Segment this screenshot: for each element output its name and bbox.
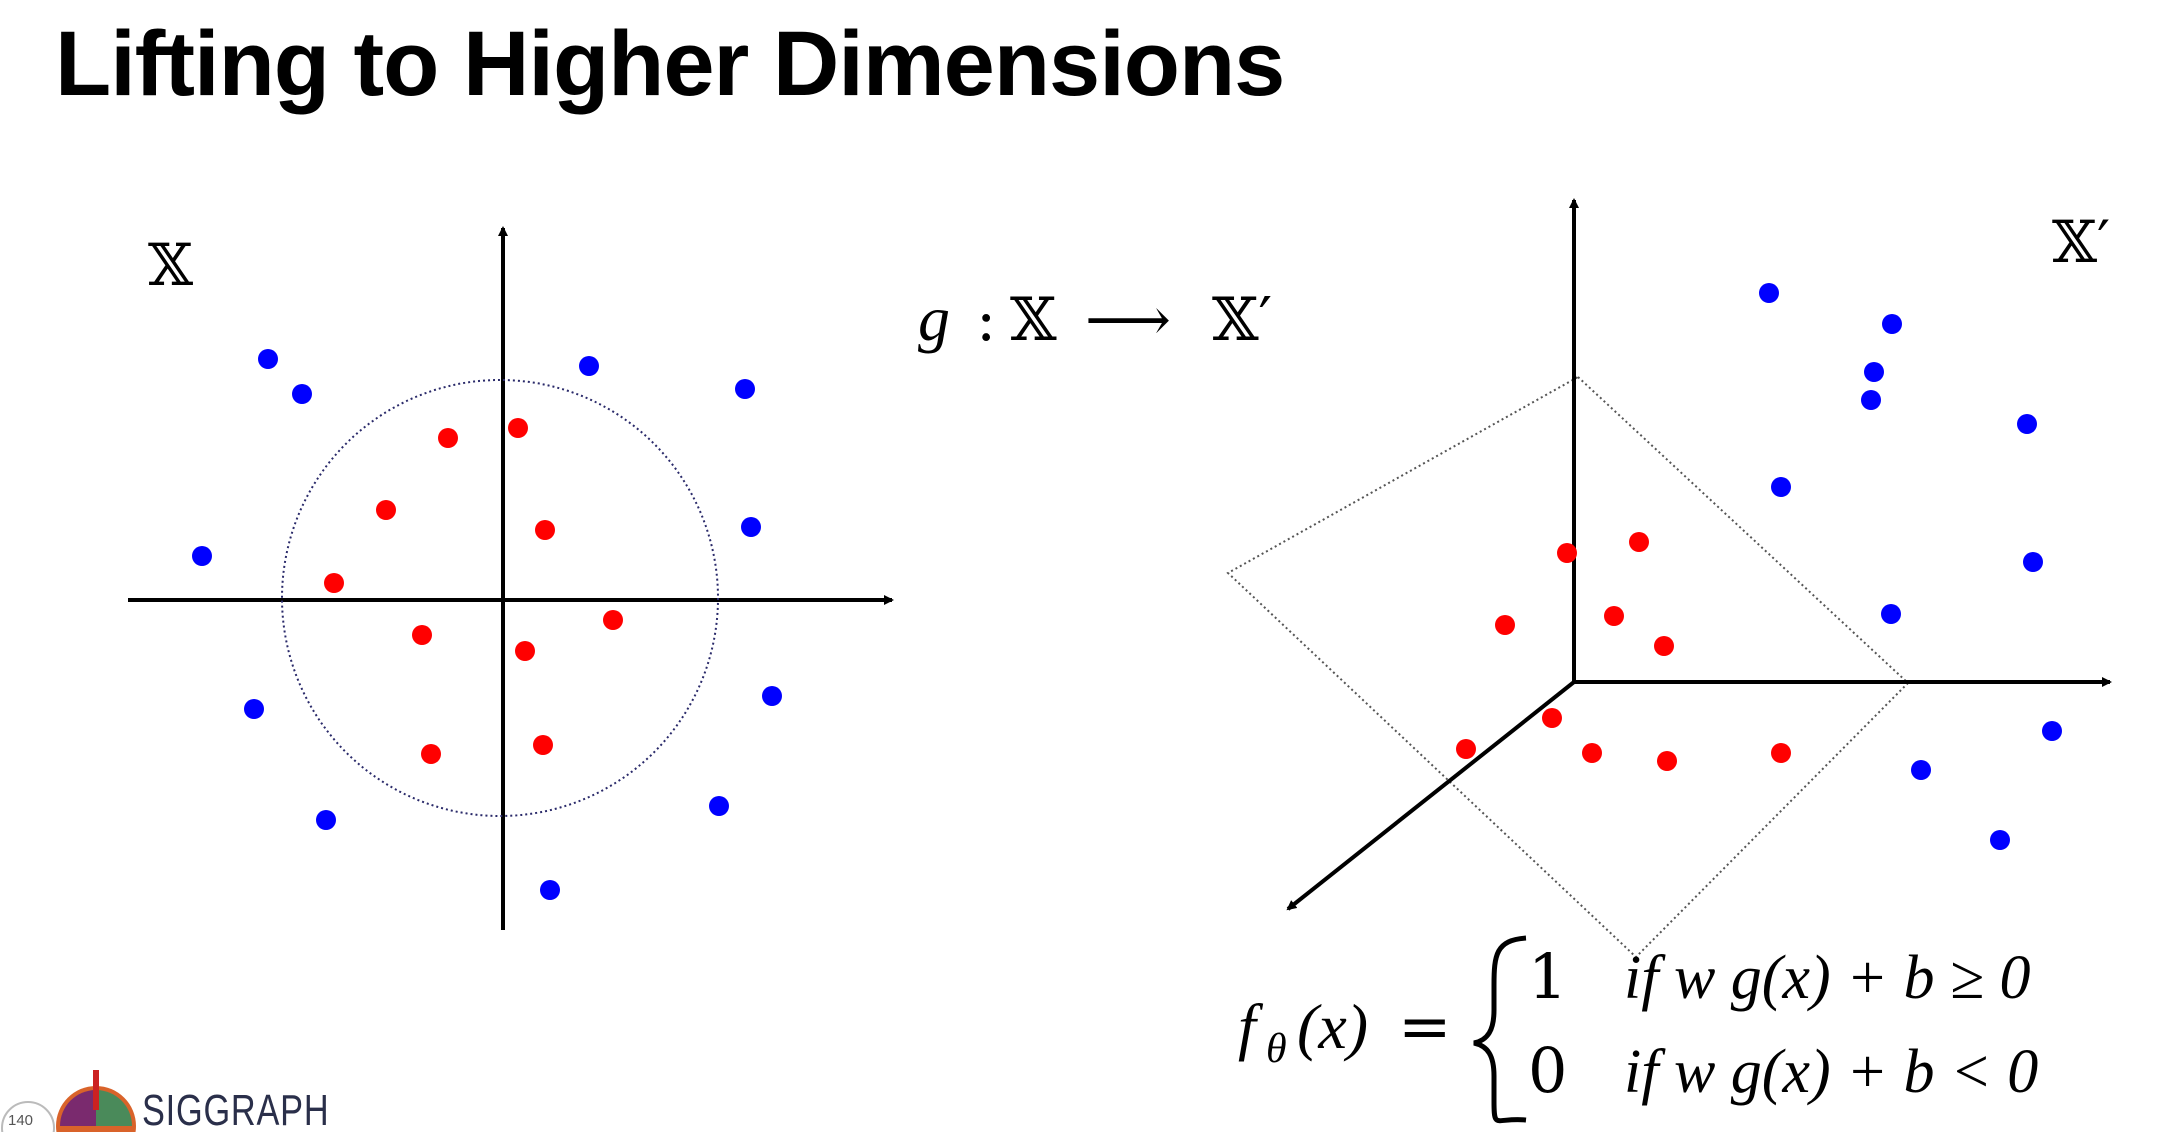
- red-point: [1456, 739, 1476, 759]
- case0-condition: if w g(x) + b < 0: [1624, 1038, 2038, 1106]
- case0-value: 0: [1528, 1034, 1567, 1107]
- red-point: [1582, 743, 1602, 763]
- red-point: [1542, 708, 1562, 728]
- red-point: [1657, 751, 1677, 771]
- mapping-colon: :: [976, 285, 996, 355]
- mapping-arrow: ⟶: [1085, 285, 1171, 355]
- blue-point: [1771, 477, 1791, 497]
- left-decision-circle: [281, 379, 719, 817]
- blue-point: [316, 810, 336, 830]
- red-point: [533, 735, 553, 755]
- blue-point: [1881, 604, 1901, 624]
- case1-value: 1: [1528, 940, 1567, 1013]
- blue-point: [244, 699, 264, 719]
- blue-point: [2017, 414, 2037, 434]
- red-point: [1654, 636, 1674, 656]
- blue-point: [1759, 283, 1779, 303]
- blue-point: [1911, 760, 1931, 780]
- left-red-points: [324, 418, 623, 764]
- red-point: [421, 744, 441, 764]
- blue-point: [258, 349, 278, 369]
- slide-title: Lifting to Higher Dimensions: [55, 13, 1285, 115]
- mapping-from: 𝕏: [1010, 285, 1057, 355]
- classifier-arg: (x): [1297, 991, 1368, 1062]
- right-red-points: [1456, 532, 1791, 771]
- blue-point: [709, 796, 729, 816]
- blue-point: [579, 356, 599, 376]
- red-point: [324, 573, 344, 593]
- red-point: [603, 610, 623, 630]
- left-blue-points: [192, 349, 782, 900]
- blue-point: [2023, 552, 2043, 572]
- blue-point: [192, 546, 212, 566]
- blue-point: [1882, 314, 1902, 334]
- red-point: [1629, 532, 1649, 552]
- mapping-g: g: [918, 283, 950, 354]
- red-point: [515, 641, 535, 661]
- classifier-theta: θ: [1266, 1026, 1287, 1072]
- case1-condition: if w g(x) + b ≥ 0: [1624, 944, 2030, 1012]
- classifier-f: f: [1238, 991, 1264, 1062]
- blue-point: [540, 880, 560, 900]
- mapping-label: g : 𝕏 ⟶ 𝕏′: [918, 283, 1272, 355]
- right-space-label: 𝕏′: [2052, 208, 2110, 276]
- red-point: [438, 428, 458, 448]
- classifier-equation: f θ (x) = 1 if w g(x) + b ≥ 0 0 if w g(x…: [1238, 935, 2038, 1124]
- siggraph-logo: [1, 1070, 136, 1132]
- blue-point: [292, 384, 312, 404]
- red-point: [508, 418, 528, 438]
- red-point: [535, 520, 555, 540]
- blue-point: [1861, 390, 1881, 410]
- left-space-label: 𝕏: [148, 231, 193, 299]
- red-point: [412, 625, 432, 645]
- right-decision-plane: [1226, 375, 1910, 959]
- classifier-brace: [1473, 935, 1527, 1124]
- right-plot: 𝕏′: [1226, 198, 2112, 959]
- blue-point: [1990, 830, 2010, 850]
- blue-point: [741, 517, 761, 537]
- logo-text: SIGGRAPH: [142, 1086, 330, 1135]
- right-blue-points: [1759, 283, 2062, 850]
- classifier-equals: =: [1398, 990, 1452, 1064]
- red-point: [1495, 615, 1515, 635]
- page-number: 140: [8, 1112, 34, 1129]
- mapping-to: 𝕏′: [1212, 285, 1272, 355]
- red-point: [1557, 543, 1577, 563]
- blue-point: [2042, 721, 2062, 741]
- right-depth-axis: [1286, 680, 1576, 911]
- blue-point: [1864, 362, 1884, 382]
- red-point: [1604, 606, 1624, 626]
- blue-point: [762, 686, 782, 706]
- red-point: [1771, 743, 1791, 763]
- red-point: [376, 500, 396, 520]
- blue-point: [735, 379, 755, 399]
- left-plot: 𝕏: [128, 226, 894, 930]
